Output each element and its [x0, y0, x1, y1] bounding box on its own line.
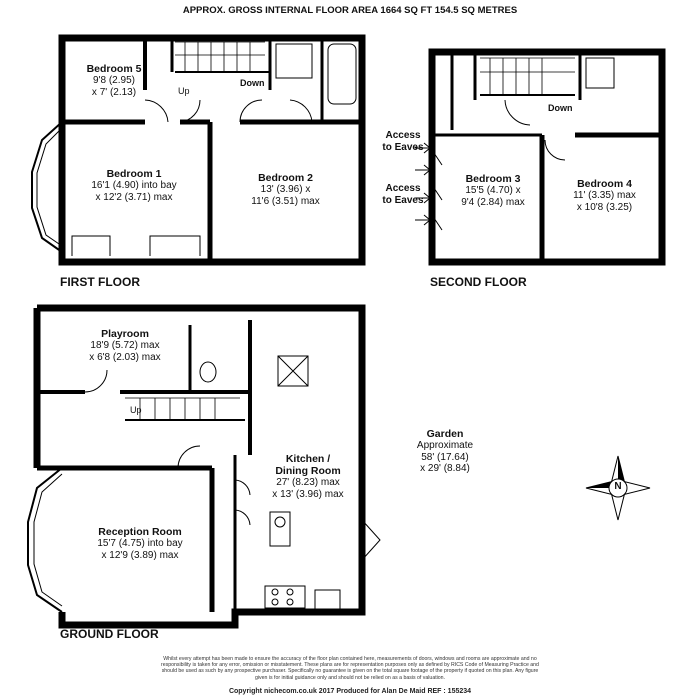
ground-floor-label: GROUND FLOOR	[60, 627, 159, 641]
compass-rose	[585, 455, 651, 521]
room-name: Bedroom 5	[86, 63, 142, 75]
room-name: Reception Room	[98, 526, 182, 538]
room-dimension-2: x 13' (3.96) max	[272, 488, 344, 500]
room-dimension-2: x 6'8 (2.03) max	[89, 351, 161, 363]
room-bedroom-4: Bedroom 4 11' (3.35) max x 10'8 (3.25)	[552, 178, 657, 213]
room-bedroom-2: Bedroom 2 13' (3.96) x 11'6 (3.51) max	[228, 172, 343, 207]
room-dimension-1: 15'7 (4.75) into bay	[97, 538, 183, 550]
stairs-up-label: Up	[130, 405, 142, 415]
room-dimension-1: 13' (3.96) x	[260, 184, 311, 196]
stairs-down-label: Down	[548, 103, 573, 113]
room-name: Bedroom 3	[465, 173, 521, 185]
room-name: Bedroom 2	[258, 172, 313, 184]
room-reception: Reception Room 15'7 (4.75) into bay x 12…	[70, 526, 210, 561]
second-floor-label: SECOND FLOOR	[430, 275, 527, 289]
room-name: Kitchen /	[285, 453, 331, 465]
room-bedroom-1: Bedroom 1 16'1 (4.90) into bay x 12'2 (3…	[64, 168, 204, 203]
first-floor-walls	[31, 34, 366, 266]
room-dimension-1: 11' (3.35) max	[573, 190, 636, 202]
room-dimension-1: 18'9 (5.72) max	[90, 340, 160, 352]
garden-dimension-1: 58' (17.64)	[421, 451, 469, 463]
eaves-access-label-1: Access to Eaves	[378, 130, 428, 153]
room-kitchen-dining: Kitchen / Dining Room 27' (8.23) max x 1…	[258, 453, 358, 500]
second-floor-walls	[428, 48, 666, 266]
ground-floor-walls	[27, 304, 381, 629]
room-dimension-2: x 7' (2.13)	[91, 86, 137, 98]
room-dimension-2: 9'4 (2.84) max	[461, 196, 525, 208]
room-name: Bedroom 1	[106, 168, 162, 180]
eaves-access-label-2: Access to Eaves	[378, 183, 428, 206]
room-dimension-2: x 12'9 (3.89) max	[101, 549, 179, 561]
room-dimension-1: 27' (8.23) max	[276, 477, 340, 489]
room-name: Bedroom 4	[577, 178, 632, 190]
eaves-line-1: Access	[385, 130, 421, 141]
room-dimension-1: 15'5 (4.70) x	[465, 185, 521, 197]
room-playroom: Playroom 18'9 (5.72) max x 6'8 (2.03) ma…	[70, 328, 180, 363]
garden-name: Garden	[426, 428, 464, 440]
room-name-2: Dining Room	[275, 465, 341, 478]
room-bedroom-5: Bedroom 5 9'8 (2.95) x 7' (2.13)	[74, 63, 154, 98]
first-floor-label: FIRST FLOOR	[60, 275, 140, 289]
copyright-line: Copyright nichecom.co.uk 2017 Produced f…	[228, 688, 472, 695]
room-bedroom-3: Bedroom 3 15'5 (4.70) x 9'4 (2.84) max	[448, 173, 538, 208]
floor-area-title: APPROX. GROSS INTERNAL FLOOR AREA 1664 S…	[182, 5, 518, 16]
disclaimer-text: Whilst every attempt has been made to en…	[161, 656, 539, 681]
room-name: Playroom	[101, 328, 149, 340]
room-dimension-1: 16'1 (4.90) into bay	[91, 180, 177, 192]
eaves-line-1: Access	[385, 183, 421, 194]
eaves-line-2: to Eaves	[382, 141, 424, 153]
stairs-up-label: Up	[178, 86, 190, 96]
room-dimension-2: x 10'8 (3.25)	[576, 201, 633, 213]
room-dimension-1: 9'8 (2.95)	[93, 75, 135, 87]
room-dimension-2: x 12'2 (3.71) max	[95, 191, 173, 203]
garden-approx: Approximate	[416, 440, 474, 452]
garden-label: Garden Approximate 58' (17.64) x 29' (8.…	[400, 428, 490, 475]
stairs-down-label: Down	[240, 78, 265, 88]
eaves-line-2: to Eaves	[382, 194, 424, 206]
garden-dimension-2: x 29' (8.84)	[420, 463, 470, 475]
compass-north-label: N	[614, 481, 622, 492]
room-dimension-2: 11'6 (3.51) max	[251, 195, 320, 207]
